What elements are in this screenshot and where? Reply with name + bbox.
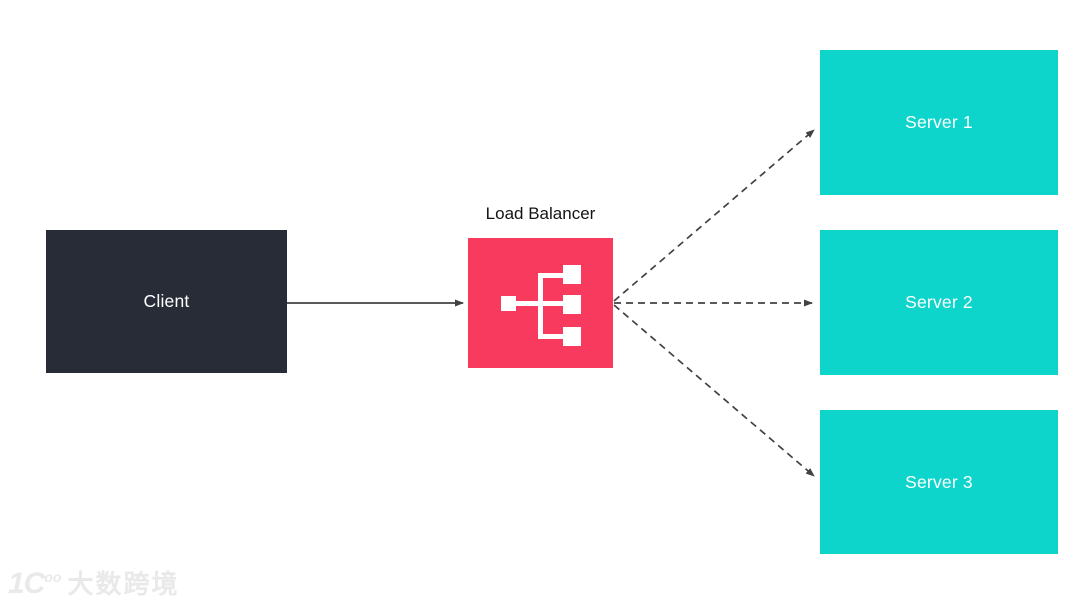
client-label: Client [143, 291, 190, 311]
server-3-label: Server 3 [905, 471, 973, 492]
node-load-balancer [468, 238, 613, 368]
load-balancer-tree-icon [501, 265, 581, 346]
server-2-label: Server 2 [905, 292, 973, 312]
edge-load-balancer-to-server-1 [613, 129, 815, 302]
node-server-3: Server 3 [820, 410, 1058, 554]
load-balancer-title: Load Balancer [485, 204, 596, 223]
watermark: 1Coo 大数跨境 [8, 562, 180, 600]
node-server-2: Server 2 [820, 230, 1058, 375]
watermark-text: 大数跨境 [67, 569, 180, 599]
edge-load-balancer-to-server-3 [613, 304, 815, 477]
node-client: Client [46, 230, 287, 373]
node-server-1: Server 1 [820, 50, 1058, 195]
watermark-logo-icon: 1Coo [8, 567, 62, 600]
server-1-label: Server 1 [905, 112, 973, 132]
